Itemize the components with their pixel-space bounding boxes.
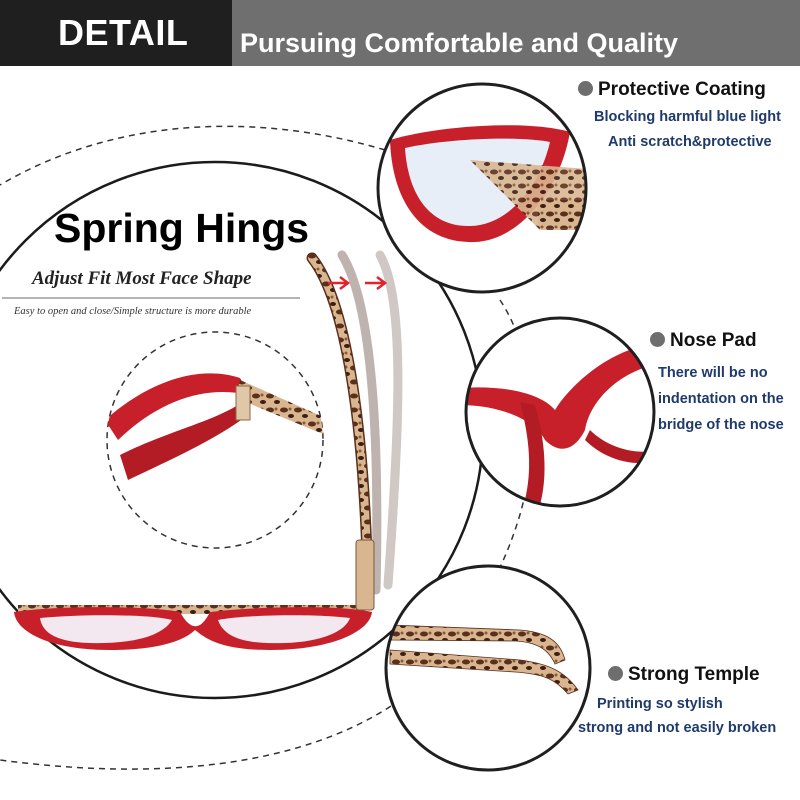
dashed-arc-bottom (0, 699, 401, 770)
coating-title-text: Protective Coating (598, 79, 766, 100)
bullet-icon (608, 666, 623, 681)
hinge-note: Easy to open and close/Simple structure … (14, 306, 252, 317)
hinge-detail (106, 331, 324, 549)
nose-pad-line: bridge of the nose (658, 417, 784, 433)
nose-pad-title: Nose Pad (650, 330, 757, 352)
coating-title: Protective Coating (578, 79, 766, 101)
bullet-icon (578, 81, 593, 96)
temple-title-text: Strong Temple (628, 664, 760, 685)
temple-detail (384, 564, 592, 772)
nose-pad-title-text: Nose Pad (670, 330, 757, 351)
header-subtitle-bar (232, 0, 800, 66)
temple-positions (306, 250, 403, 611)
page-subtitle: Pursuing Comfortable and Quality (240, 28, 679, 58)
header-title-bar (0, 0, 232, 66)
hinge-title: Spring Hings (54, 205, 310, 251)
glasses-front (14, 605, 372, 650)
coating-line: Blocking harmful blue light (594, 109, 781, 125)
nose-pad-detail (464, 316, 656, 508)
nose-pad-line: indentation on the (658, 391, 784, 407)
temple-title: Strong Temple (608, 664, 760, 686)
coating-line: Anti scratch&protective (608, 134, 772, 150)
coating-detail (376, 82, 588, 294)
temple-line: strong and not easily broken (578, 720, 777, 736)
page-title: DETAIL (58, 12, 189, 53)
bullet-icon (650, 332, 665, 347)
hinge-subtitle: Adjust Fit Most Face Shape (32, 268, 252, 289)
nose-pad-line: There will be no (658, 365, 768, 381)
temple-line: Printing so stylish (597, 696, 723, 712)
dashed-arc-outer (0, 125, 386, 186)
